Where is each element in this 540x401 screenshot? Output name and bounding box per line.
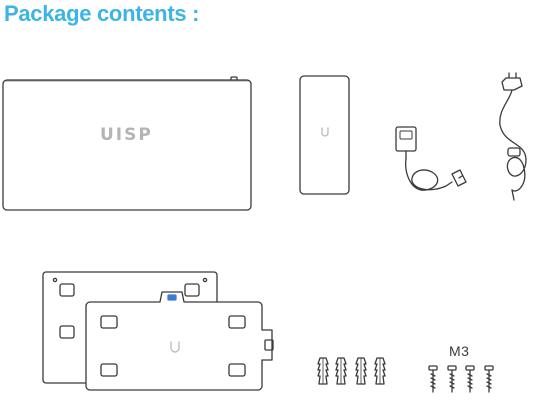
- m3-screws: [428, 365, 494, 393]
- wall-anchors: [317, 357, 386, 385]
- router-unit: [2, 76, 252, 211]
- ubiquiti-u-logo-icon: [321, 127, 329, 137]
- ubiquiti-u-logo-icon: [170, 341, 180, 353]
- page-title: Package contents :: [4, 1, 200, 26]
- front-mounting-bracket: [85, 291, 274, 391]
- dc-barrel-cable: [395, 126, 467, 191]
- ac-power-cord: [499, 72, 527, 201]
- power-adapter: [299, 75, 350, 195]
- bracket-accent-tab: [167, 294, 177, 301]
- router-brand-label: UISP: [100, 125, 153, 145]
- screw-size-label: M3: [449, 343, 470, 359]
